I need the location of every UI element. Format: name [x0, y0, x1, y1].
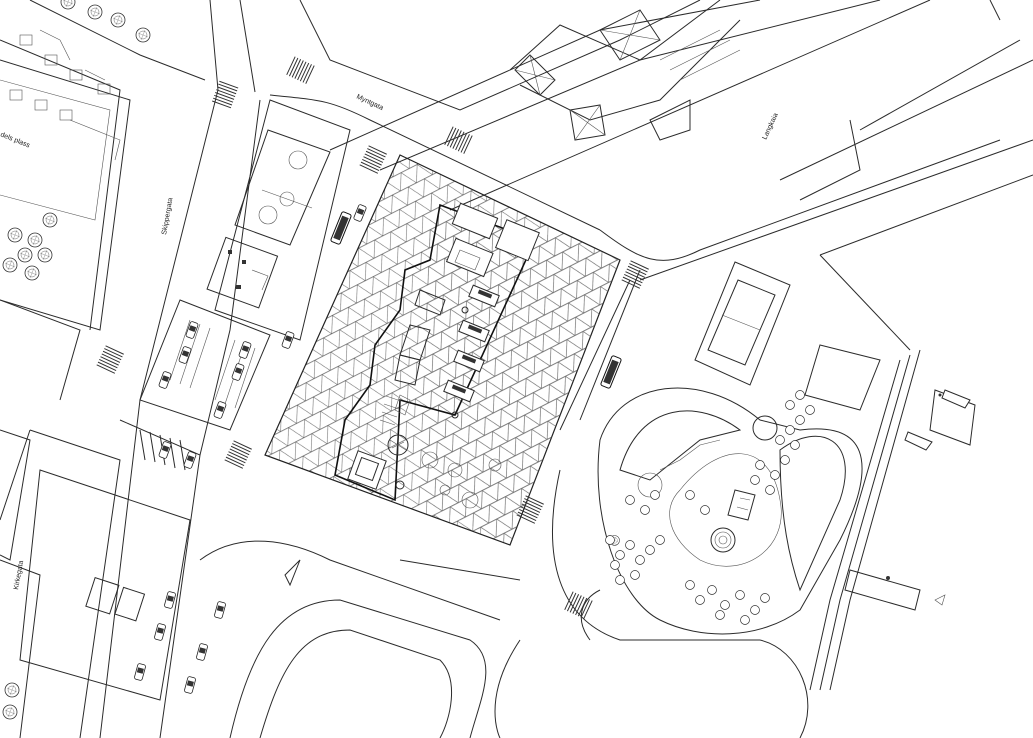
tree-icon: [87, 4, 103, 20]
tree-icon: [735, 590, 745, 600]
building-block-northwest: [0, 29, 131, 331]
sports-block: [206, 99, 351, 341]
east-quay: [779, 0, 1033, 691]
street-label-langkaia: Langkaia: [761, 112, 779, 141]
car-icon: [185, 320, 199, 340]
boat-icon: [904, 431, 933, 451]
car-icon: [153, 622, 167, 642]
main-building: [264, 154, 621, 546]
tree-icon: [720, 600, 730, 610]
tree-icon: [650, 490, 660, 500]
tree-icon: [635, 555, 645, 565]
car-icon: [238, 340, 252, 360]
car-icon: [158, 440, 172, 460]
street-label-myntgata: Myntgata: [355, 93, 384, 112]
tree-icon: [685, 580, 695, 590]
tree-icon: [795, 415, 805, 425]
tree-icon: [785, 425, 795, 435]
tree-icon: [605, 535, 615, 545]
tree-icon: [750, 605, 760, 615]
tree-icon: [780, 455, 790, 465]
tree-icon: [760, 593, 770, 603]
building-block-southwest: [0, 429, 191, 701]
tree-icon: [630, 570, 640, 580]
tree-icon: [24, 265, 40, 281]
plaza-label: dels plass: [0, 131, 31, 149]
park-tree-cluster: [605, 390, 815, 625]
car-icon: [133, 662, 147, 682]
tree-icon: [7, 227, 23, 243]
boat-icon: [941, 389, 971, 409]
tree-icon: [135, 27, 151, 43]
tree-icon: [805, 405, 815, 415]
street-label-skippergata: Skippergata: [161, 197, 174, 235]
park: [597, 387, 863, 635]
tree-icon: [655, 535, 665, 545]
tree-icon: [37, 247, 53, 263]
tree-icon: [640, 505, 650, 515]
car-icon: [213, 400, 227, 420]
tree-icon: [645, 545, 655, 555]
tree-icon: [625, 540, 635, 550]
tree-icon: [765, 485, 775, 495]
tree-icon: [775, 435, 785, 445]
tree-icon: [740, 615, 750, 625]
tree-icon: [110, 12, 126, 28]
bus-icon: [329, 210, 353, 246]
tree-icon: [755, 460, 765, 470]
tree-icon: [2, 257, 18, 273]
parking-lot: [133, 299, 295, 695]
car-icon: [183, 675, 197, 695]
car-icon: [183, 450, 197, 470]
tree-icon: [770, 470, 780, 480]
tree-icon: [615, 550, 625, 560]
tree-icon: [60, 0, 76, 10]
historic-building: [509, 0, 741, 141]
tree-icon: [615, 575, 625, 585]
sports-courts-east: [694, 261, 881, 411]
tree-icon: [2, 704, 18, 720]
tree-icon: [715, 610, 725, 620]
tree-icon: [785, 400, 795, 410]
tree-icon: [685, 490, 695, 500]
tree-icon: [790, 440, 800, 450]
tree-icon: [17, 247, 33, 263]
tree-icon: [42, 212, 58, 228]
car-icon: [213, 600, 227, 620]
tree-icon: [610, 560, 620, 570]
boats: [886, 389, 971, 606]
tree-icon: [795, 390, 805, 400]
car-icon: [195, 642, 209, 662]
street-label-kirkegata: Kirkegata: [13, 560, 25, 590]
tree-icon: [750, 475, 760, 485]
car-icon: [352, 203, 368, 223]
tree-icon: [27, 232, 43, 248]
tree-icon: [4, 682, 20, 698]
car-icon: [158, 370, 172, 390]
tree-icon: [695, 595, 705, 605]
tree-icon: [707, 585, 717, 595]
tree-icon: [625, 495, 635, 505]
car-icon: [163, 590, 177, 610]
tree-icon: [700, 505, 710, 515]
car-icon: [231, 362, 245, 382]
